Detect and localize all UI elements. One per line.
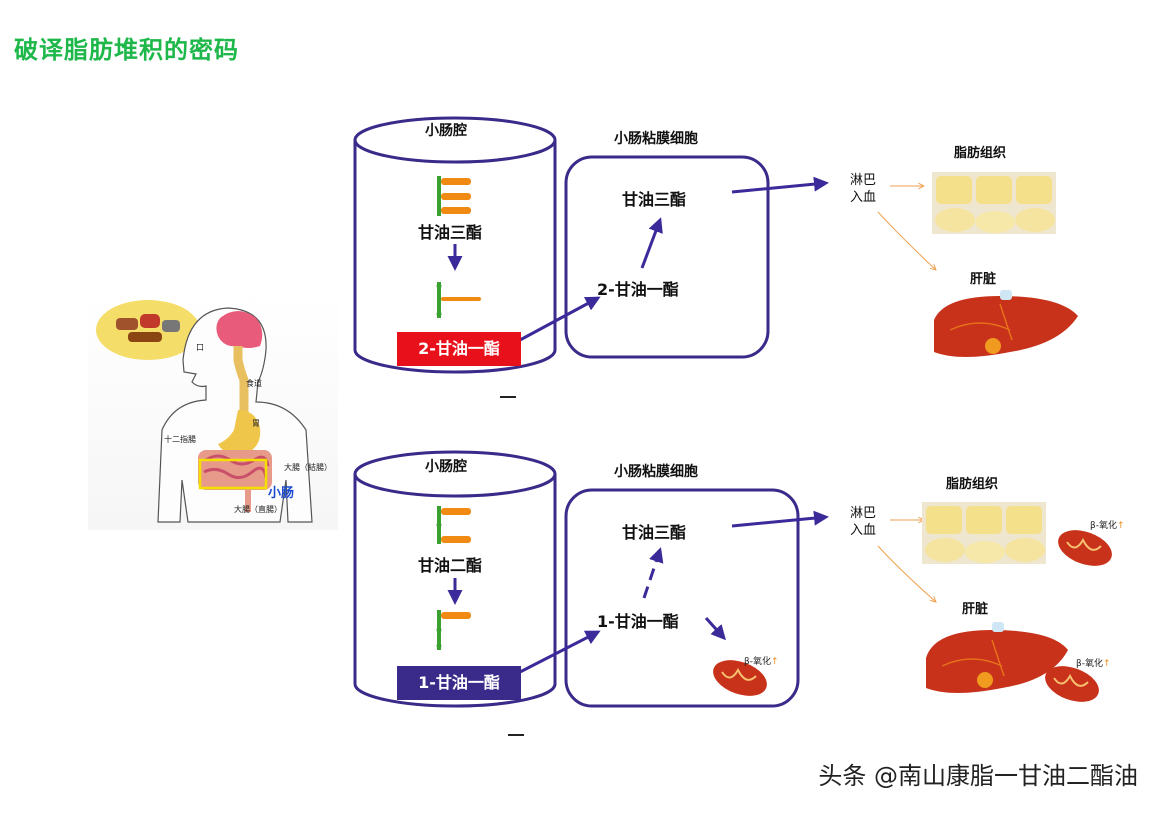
bottom-cell-input: 1-甘油一酯 [597,612,679,631]
bottom-1-monoglyceride-molecule [436,610,471,650]
bottom-route-line2: 入血 [850,523,877,538]
top-route-line1: 淋巴 [850,173,877,188]
top-liver-image [934,290,1078,357]
top-cell-label: 小肠粘膜细胞 [614,131,698,147]
stomach-label: 胃 [252,419,260,428]
top-mucosa-cell-box [564,155,770,359]
esophagus-label: 食道 [246,379,262,388]
adipose-beta-oxidation-label: β-氧化↑ [1090,521,1125,531]
bottom-cell-label: 小肠粘膜细胞 [614,464,698,480]
top-cell-input: 2-甘油一酯 [597,280,679,299]
bottom-cell-product: 甘油三酯 [622,523,687,542]
top-route-line2: 入血 [850,190,877,205]
bottom-adipose-label: 脂肪组织 [946,477,999,492]
top-lumen-substance: 甘油三酯 [418,223,483,242]
digestive-system-illustration [88,290,338,530]
bottom-lumen-product-tag: 1-甘油一酯 [397,666,521,700]
top-adipose-label: 脂肪组织 [954,146,1007,161]
bottom-lumen-label: 小肠腔 [425,459,467,475]
rectum-label: 大腸（直腸） [234,505,282,514]
adipose-mitochondria-icon [1058,530,1112,566]
mouth-label: 口 [196,343,204,352]
bottom-liver-label: 肝脏 [962,602,989,617]
watermark: 头条 @南山康脂一甘油二酯油 [818,762,1138,790]
top-2-monoglyceride-molecule [436,282,481,318]
top-liver-label: 肝脏 [970,272,997,287]
food-plate-icon [96,300,200,360]
top-triglyceride-molecule [437,176,471,216]
top-lumen-product-tag: 2-甘油一酯 [397,332,521,366]
bottom-route-line1: 淋巴 [850,506,877,521]
bottom-liver-image [926,622,1068,693]
liver-beta-oxidation-label: β-氧化↑ [1076,659,1111,669]
small-intestine-label: 小肠 [268,486,295,501]
bottom-adipose-tissue-image [922,502,1046,564]
colon-label: 大腸（結腸） [284,463,332,472]
top-cell-product: 甘油三酯 [622,190,687,209]
bottom-diglyceride-molecule [436,506,471,544]
duodenum-label: 十二指腸 [164,435,196,444]
increase-arrow-icon: ↑ [1103,659,1111,669]
liver-mitochondria-icon [1045,666,1099,702]
increase-arrow-icon: ↑ [1117,521,1125,531]
top-lumen-label: 小肠腔 [425,123,467,139]
cell-mitochondria-icon [713,660,767,696]
increase-arrow-icon: ↑ [771,657,779,667]
bottom-mucosa-cell-box [564,488,800,708]
top-adipose-tissue-image [932,172,1056,234]
page-title: 破译脂肪堆积的密码 [14,36,239,64]
cell-beta-oxidation-label: β-氧化↑ [744,657,779,667]
bottom-lumen-substance: 甘油二酯 [418,556,483,575]
